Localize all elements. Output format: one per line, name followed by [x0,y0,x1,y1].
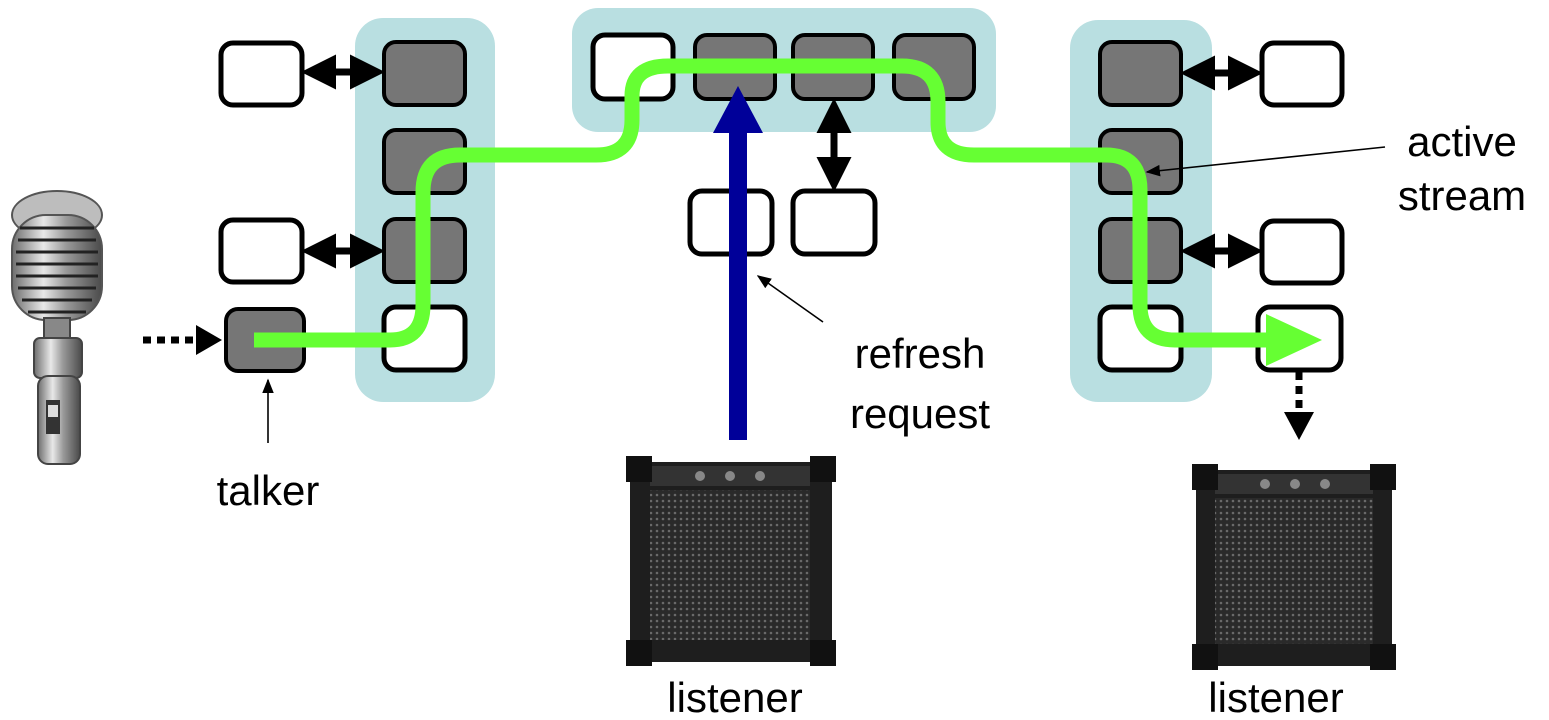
active-stream-label-line2: stream [1398,172,1526,219]
end-station-right-mid [1259,218,1345,286]
refresh-callout-line [756,275,824,323]
refresh-request-label-line1: refresh [855,330,986,377]
talker-input-arrow [143,325,222,355]
end-station-right-top [1259,40,1345,108]
talker-label: talker [217,467,320,514]
end-station-left-top [218,40,305,108]
right-bridge-port-1 [1098,40,1183,107]
end-station-center-b [790,188,878,257]
listener-label-right: listener [1208,674,1343,720]
end-station-left-mid [218,217,305,285]
active-stream-path [254,58,1322,366]
speaker-amp-icon [1192,464,1396,670]
left-bridge-port-1 [382,40,467,107]
refresh-request-arrow [713,86,763,440]
refresh-request-label-line2: request [850,390,990,437]
active-stream-label-line1: active [1407,118,1517,165]
microphone-icon [11,190,103,465]
speaker-amp-icon [626,456,836,666]
listener-output-arrow [1284,372,1314,440]
listener-label-center: listener [667,674,802,720]
active-stream-callout-line [1145,146,1386,177]
